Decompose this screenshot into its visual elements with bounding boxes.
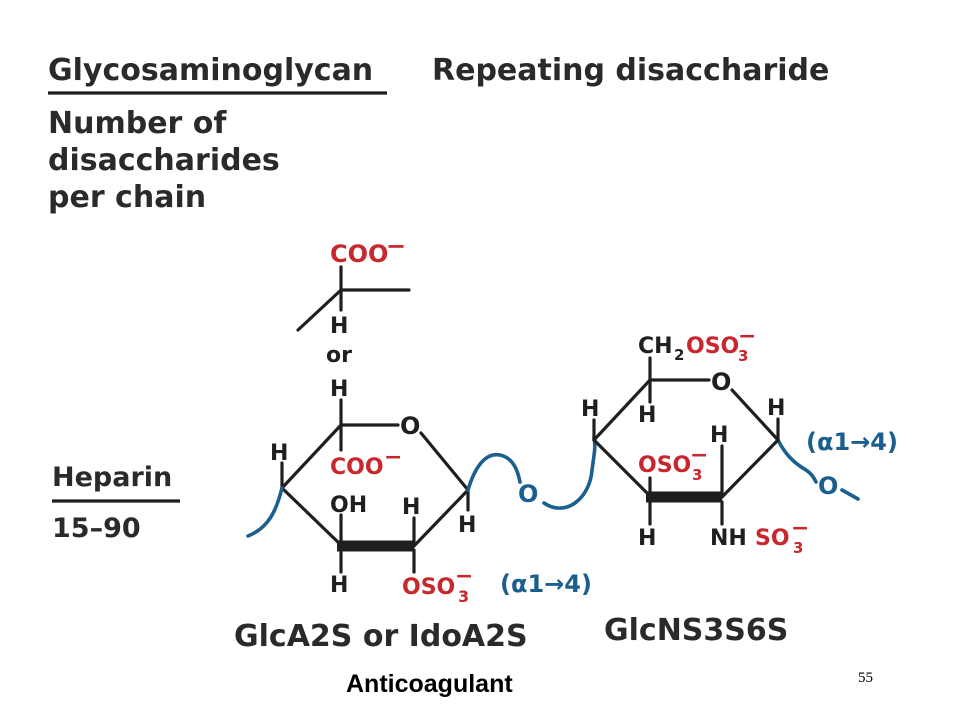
r1-oso3-sub: 3	[458, 587, 469, 606]
r1-ring-o: O	[400, 412, 420, 440]
r2-oso3-top-charge: −	[738, 324, 756, 349]
linkage-alpha-1-4-upper: (α1→4)	[806, 428, 898, 456]
r1-h-left: H	[270, 441, 288, 466]
r2-nh: NH	[710, 526, 747, 551]
r2-oso3-mid-charge: −	[690, 443, 708, 468]
r1-h-mid: H	[402, 495, 420, 520]
r2-h-left: H	[581, 397, 599, 422]
header-repeating-disaccharide: Repeating disaccharide	[432, 53, 829, 88]
glycosidic-o-1: O	[518, 480, 538, 508]
alt-or: or	[326, 343, 352, 368]
residue1-name: GlcA2S or IdoA2S	[234, 619, 528, 654]
r2-oso3-top-sub: 3	[738, 347, 748, 365]
r2-so3: SO	[755, 526, 790, 551]
alt-coo-label: COO	[330, 240, 388, 268]
r2-h-c3: H	[710, 423, 728, 448]
r1-coo-charge: −	[384, 445, 402, 470]
linkage-alpha-1-4-lower: (α1→4)	[500, 570, 592, 598]
r2-oso3-mid-sub: 3	[692, 466, 702, 484]
r1-h-top: H	[330, 377, 348, 402]
r2-ch2-sub: 2	[674, 346, 684, 364]
header-glycosaminoglycan: Glycosaminoglycan	[48, 53, 373, 88]
alt-h: H	[330, 314, 348, 339]
anticoagulant-label: Anticoagulant	[346, 670, 513, 698]
r1-coo-label: COO	[330, 455, 384, 480]
r1-oso3-charge: −	[455, 564, 473, 589]
r2-so3-sub: 3	[793, 539, 803, 557]
residue2-ring: CH 2 OSO 3 − O H H H H OSO 3 − H NH SO 3…	[581, 324, 809, 557]
r2-ch2: CH	[638, 334, 673, 359]
r1-oh: OH	[330, 493, 367, 518]
r2-oso3-top: OSO	[686, 334, 739, 359]
r1-h-right: H	[458, 513, 476, 538]
r2-h-bottom: H	[638, 526, 656, 551]
r2-ring-o: O	[711, 368, 731, 396]
page-number: 55	[858, 670, 873, 686]
alt-coo-charge: −	[386, 232, 406, 260]
residue1-alternative: COO − H or	[296, 232, 411, 368]
r1-h-bottom: H	[330, 573, 348, 598]
row-range: 15–90	[52, 513, 141, 544]
r2-so3-charge: −	[791, 516, 809, 541]
r2-oso3-mid: OSO	[638, 453, 691, 478]
backbone-chain	[246, 436, 860, 538]
r2-h-right: H	[767, 396, 785, 421]
header-disaccharides: disaccharides	[48, 143, 280, 178]
row-heparin: Heparin	[52, 462, 172, 493]
r1-oso3: OSO	[402, 575, 455, 600]
glycosidic-o-2: O	[818, 472, 838, 500]
header-number-of: Number of	[48, 106, 227, 141]
header-per-chain: per chain	[48, 180, 206, 215]
r2-h-inner: H	[638, 403, 656, 428]
residue1-ring: H O COO − H OH H H H OSO 3 −	[270, 377, 476, 606]
residue2-name: GlcNS3S6S	[604, 613, 788, 648]
